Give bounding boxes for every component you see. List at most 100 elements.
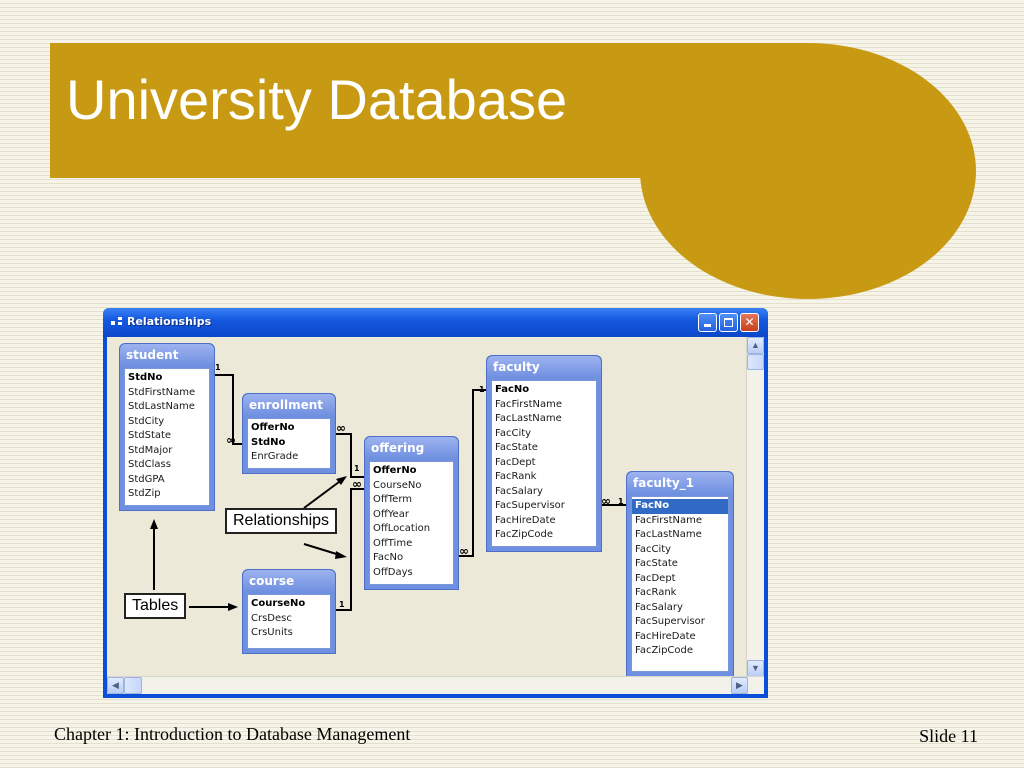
arrow-rel-offering-upper — [303, 478, 344, 509]
field-stdstate[interactable]: StdState — [128, 430, 172, 441]
chevron-right-icon: ▶ — [736, 680, 743, 690]
field-facfirstname[interactable]: FacFirstName — [635, 514, 703, 526]
field-courseno[interactable]: CourseNo — [251, 598, 306, 609]
vertical-scroll-thumb[interactable] — [747, 354, 764, 370]
arrowhead — [335, 551, 347, 559]
maximize-button[interactable] — [719, 313, 738, 332]
maximize-icon — [724, 318, 733, 327]
scroll-right-button[interactable]: ▶ — [731, 677, 748, 694]
field-list[interactable]: OfferNo CourseNo OffTerm OffYear OffLoca… — [369, 461, 454, 585]
field-facno[interactable]: FacNo — [495, 384, 530, 395]
field-facdept[interactable]: FacDept — [495, 456, 536, 468]
field-enrgrade[interactable]: EnrGrade — [251, 451, 299, 462]
field-stdzip[interactable]: StdZip — [128, 488, 161, 499]
window-titlebar[interactable]: Relationships ✕ — [103, 308, 768, 337]
field-facno-selected[interactable]: FacNo — [632, 499, 728, 514]
field-offerno[interactable]: OfferNo — [251, 422, 295, 433]
scroll-up-button[interactable]: ▲ — [747, 337, 764, 354]
relationships-canvas: 1 ∞ ∞ 1 ∞ 1 ∞ 1 ∞ 1 student StdNo StdFir… — [107, 337, 764, 694]
title-banner-lobe — [640, 43, 976, 299]
horizontal-scroll-thumb[interactable] — [124, 677, 142, 694]
vertical-scrollbar[interactable]: ▲ ▼ — [746, 337, 764, 677]
field-facrank[interactable]: FacRank — [495, 471, 537, 482]
scroll-down-button[interactable]: ▼ — [747, 660, 764, 677]
field-facstate[interactable]: FacState — [635, 558, 678, 569]
field-offyear[interactable]: OffYear — [373, 508, 409, 520]
field-faccity[interactable]: FacCity — [495, 427, 532, 439]
field-offterm[interactable]: OffTerm — [373, 494, 412, 505]
slide-number: Slide 11 — [919, 726, 978, 746]
arrowhead — [150, 519, 158, 529]
field-facdept[interactable]: FacDept — [635, 572, 676, 584]
field-stdgpa[interactable]: StdGPA — [128, 473, 165, 485]
field-list[interactable]: OfferNo StdNo EnrGrade — [247, 418, 331, 469]
card-many: ∞ — [336, 421, 346, 435]
field-facrank[interactable]: FacRank — [635, 587, 677, 598]
table-enrollment[interactable]: enrollment OfferNo StdNo EnrGrade — [242, 393, 336, 474]
field-stdclass[interactable]: StdClass — [128, 459, 171, 470]
callout-relationships: Relationships — [225, 508, 338, 534]
field-facsupervisor[interactable]: FacSupervisor — [495, 500, 565, 511]
card-one: 1 — [479, 385, 485, 394]
field-faclastname[interactable]: FacLastName — [495, 413, 562, 424]
card-many: ∞ — [352, 477, 362, 491]
table-faculty-1[interactable]: faculty_1 FacNo FacFirstName FacLastName… — [626, 471, 734, 677]
field-facsalary[interactable]: FacSalary — [635, 601, 683, 613]
table-student[interactable]: student StdNo StdFirstName StdLastName S… — [119, 343, 215, 511]
field-faczipcode[interactable]: FacZipCode — [495, 529, 554, 540]
field-courseno[interactable]: CourseNo — [373, 479, 422, 491]
field-facno[interactable]: FacNo — [373, 552, 404, 563]
field-facstate[interactable]: FacState — [495, 442, 538, 453]
field-faccity[interactable]: FacCity — [635, 543, 672, 555]
field-stdmajor[interactable]: StdMajor — [128, 444, 173, 456]
field-stdlastname[interactable]: StdLastName — [128, 401, 195, 412]
field-offdays[interactable]: OffDays — [373, 566, 413, 578]
field-list[interactable]: CourseNo CrsDesc CrsUnits — [247, 594, 331, 649]
table-header[interactable]: course — [243, 570, 335, 592]
field-stdno[interactable]: StdNo — [251, 436, 286, 448]
field-facsalary[interactable]: FacSalary — [495, 485, 543, 497]
card-one: 1 — [354, 464, 360, 473]
close-button[interactable]: ✕ — [740, 313, 759, 332]
field-crsunits[interactable]: CrsUnits — [251, 627, 293, 638]
table-header[interactable]: student — [120, 344, 214, 366]
arrowhead — [336, 476, 347, 485]
slide-title: University Database — [66, 68, 568, 131]
field-fachiredate[interactable]: FacHireDate — [635, 630, 696, 642]
table-header[interactable]: enrollment — [243, 394, 335, 416]
card-many: ∞ — [601, 494, 611, 508]
field-list[interactable]: FacNo FacFirstName FacLastName FacCity F… — [631, 496, 729, 672]
field-stdno[interactable]: StdNo — [128, 372, 163, 383]
field-crsdesc[interactable]: CrsDesc — [251, 612, 292, 624]
field-stdcity[interactable]: StdCity — [128, 415, 165, 427]
field-list[interactable]: FacNo FacFirstName FacLastName FacCity F… — [491, 380, 597, 547]
chevron-left-icon: ◀ — [112, 680, 119, 690]
field-stdfirstname[interactable]: StdFirstName — [128, 386, 196, 398]
horizontal-scrollbar[interactable]: ◀ ▶ — [107, 676, 764, 694]
field-offtime[interactable]: OffTime — [373, 537, 413, 549]
field-offerno[interactable]: OfferNo — [373, 465, 417, 476]
scroll-left-button[interactable]: ◀ — [107, 677, 124, 694]
field-fachiredate[interactable]: FacHireDate — [495, 514, 556, 526]
minimize-icon — [704, 324, 711, 327]
field-facsupervisor[interactable]: FacSupervisor — [635, 616, 705, 627]
card-many: ∞ — [459, 544, 469, 558]
table-offering[interactable]: offering OfferNo CourseNo OffTerm OffYea… — [364, 436, 459, 590]
rel-course-offering — [336, 488, 364, 611]
table-faculty[interactable]: faculty FacNo FacFirstName FacLastName F… — [486, 355, 602, 552]
table-course[interactable]: course CourseNo CrsDesc CrsUnits — [242, 569, 336, 654]
window-title: Relationships — [127, 315, 212, 328]
card-one: 1 — [215, 363, 221, 372]
table-header[interactable]: offering — [365, 437, 458, 459]
table-header[interactable]: faculty — [487, 356, 601, 378]
field-facfirstname[interactable]: FacFirstName — [495, 398, 563, 410]
field-faczipcode[interactable]: FacZipCode — [635, 645, 694, 656]
close-icon: ✕ — [744, 315, 755, 329]
minimize-button[interactable] — [698, 313, 717, 332]
field-offlocation[interactable]: OffLocation — [373, 523, 431, 534]
relationships-icon — [111, 317, 125, 329]
field-list[interactable]: StdNo StdFirstName StdLastName StdCity S… — [124, 368, 210, 506]
chevron-down-icon: ▼ — [751, 663, 760, 673]
table-header[interactable]: faculty_1 — [627, 472, 733, 494]
field-faclastname[interactable]: FacLastName — [635, 529, 702, 540]
